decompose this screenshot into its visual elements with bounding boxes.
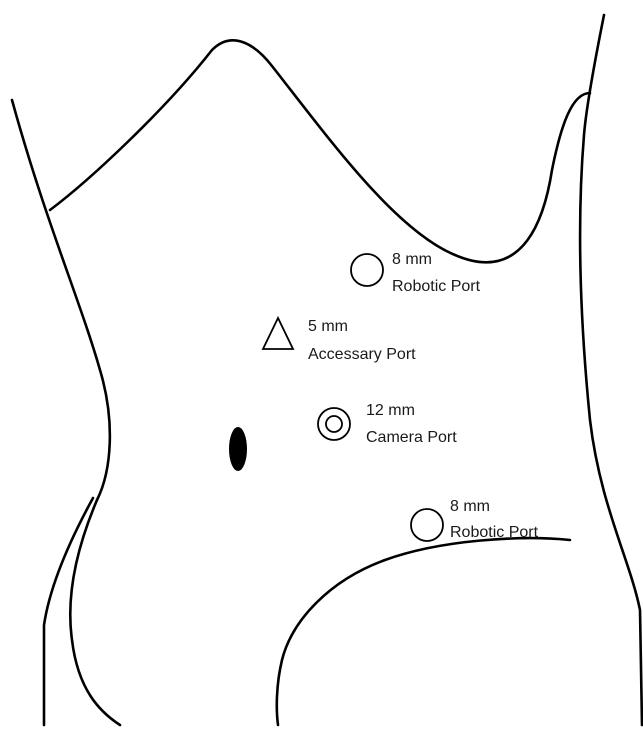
robotic-port-lower-marker (411, 509, 443, 541)
robotic-port-upper-label: Robotic Port (392, 278, 481, 295)
left-flank-outline (12, 100, 110, 500)
left-hip-outline (70, 500, 120, 725)
right-flank-outline (580, 15, 642, 725)
accessary-port-size: 5 mm (308, 318, 348, 335)
costal-margin-outline (50, 40, 590, 262)
camera-port-size: 12 mm (366, 402, 415, 419)
camera-port-label: Camera Port (366, 429, 457, 446)
accessary-port-label: Accessary Port (308, 346, 416, 363)
accessary-port-marker (263, 318, 293, 349)
iliac-crest-outline (277, 538, 570, 725)
robotic-port-lower-size: 8 mm (450, 498, 490, 515)
robotic-port-upper-marker (351, 254, 383, 286)
camera-port-inner-ring (326, 416, 342, 432)
robotic-port-lower-label: Robotic Port (450, 524, 539, 541)
umbilicus-marker (229, 427, 247, 471)
robotic-port-upper-size: 8 mm (392, 251, 432, 268)
